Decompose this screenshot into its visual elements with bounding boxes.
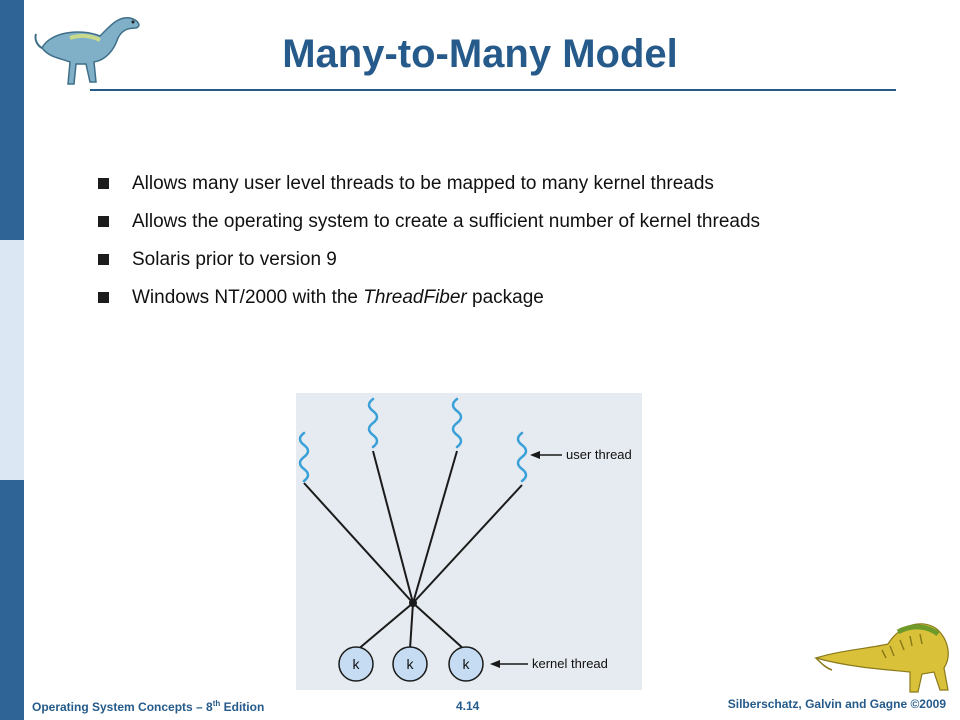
mapping-line: [412, 602, 467, 652]
bullet-text-after: package: [466, 287, 544, 308]
bullet-item: Allows the operating system to create a …: [96, 208, 816, 235]
arrowhead-icon: [490, 660, 500, 668]
bullet-text: Allows the operating system to create a …: [132, 211, 761, 232]
sidebar-band-bottom: [0, 480, 24, 720]
footer-edition-suffix: Edition: [220, 700, 265, 714]
mapping-line: [355, 602, 414, 652]
bullet-text-before: Windows NT/2000 with the: [132, 287, 364, 308]
kernel-thread-label: kernel thread: [532, 656, 608, 671]
bullet-list: Allows many user level threads to be map…: [96, 170, 816, 322]
kernel-thread-node: [448, 646, 484, 682]
slide-title: Many-to-Many Model: [282, 32, 678, 76]
mapping-line: [303, 482, 414, 604]
bullet-text-emphasis: ThreadFiber: [363, 287, 467, 308]
footer-page-number: 4.14: [456, 699, 480, 713]
sidebar-band-middle: [0, 240, 24, 480]
mapping-line: [372, 450, 414, 604]
footer-copyright: Silberschatz, Galvin and Gagne ©2009: [727, 697, 946, 711]
many-to-many-diagram: user thread k k k kernel thread: [296, 393, 642, 690]
footer-edition-superscript: th: [212, 699, 221, 708]
square-bullet-icon: [98, 292, 109, 303]
user-thread-label: user thread: [566, 447, 632, 462]
dinosaur-logo-icon: [34, 17, 140, 85]
arrowhead-icon: [530, 451, 540, 459]
user-thread-wave-icon: [451, 397, 463, 449]
footer-book-title: Operating System Concepts – 8th Edition: [32, 699, 264, 714]
footer-book-title-text: Operating System Concepts – 8: [32, 700, 213, 714]
kernel-node-label: k: [463, 656, 471, 672]
mapping-junction: [409, 599, 417, 607]
kernel-node-label: k: [353, 656, 361, 672]
title-divider: [90, 89, 896, 91]
dinosaur-illustration-icon: [813, 623, 949, 693]
mapping-line: [412, 484, 523, 604]
bullet-text: Allows many user level threads to be map…: [132, 173, 714, 194]
sidebar-band-top: [0, 0, 24, 240]
kernel-node-label: k: [407, 656, 415, 672]
user-thread-wave-icon: [367, 397, 379, 449]
bullet-item: Windows NT/2000 with the ThreadFiber pac…: [96, 284, 816, 311]
square-bullet-icon: [98, 178, 109, 189]
user-thread-wave-icon: [298, 431, 310, 483]
mapping-line: [409, 602, 414, 650]
kernel-thread-node: [338, 646, 374, 682]
mapping-line: [412, 450, 458, 604]
bullet-item: Allows many user level threads to be map…: [96, 170, 816, 197]
bullet-item: Solaris prior to version 9: [96, 246, 816, 273]
bullet-text: Solaris prior to version 9: [132, 249, 337, 270]
square-bullet-icon: [98, 216, 109, 227]
user-thread-wave-icon: [516, 431, 528, 483]
kernel-thread-node: [392, 646, 428, 682]
square-bullet-icon: [98, 254, 109, 265]
